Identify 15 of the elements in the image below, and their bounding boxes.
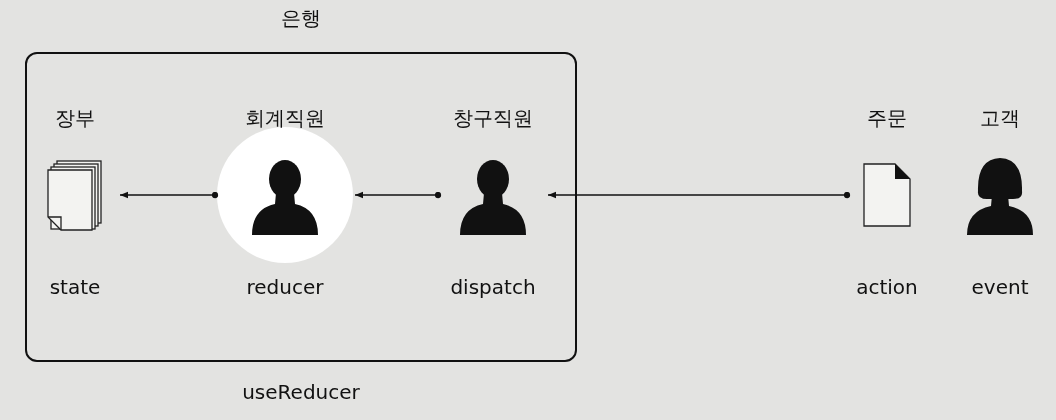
role-title: 장부	[54, 105, 96, 132]
role-caption: action	[855, 275, 919, 299]
arrow	[547, 191, 851, 199]
role-title: 회계직원	[244, 105, 326, 132]
group-caption: useReducer	[241, 380, 361, 404]
arrow	[354, 191, 442, 199]
role-caption: event	[970, 275, 1030, 299]
role-caption: state	[48, 275, 102, 299]
role-caption: reducer	[245, 275, 325, 299]
role-title: 고객	[979, 105, 1021, 132]
role-caption: dispatch	[449, 275, 537, 299]
arrow	[119, 191, 219, 199]
role-title: 창구직원	[452, 105, 534, 132]
group-title: 은행	[280, 5, 322, 32]
role-title: 주문	[866, 105, 908, 132]
